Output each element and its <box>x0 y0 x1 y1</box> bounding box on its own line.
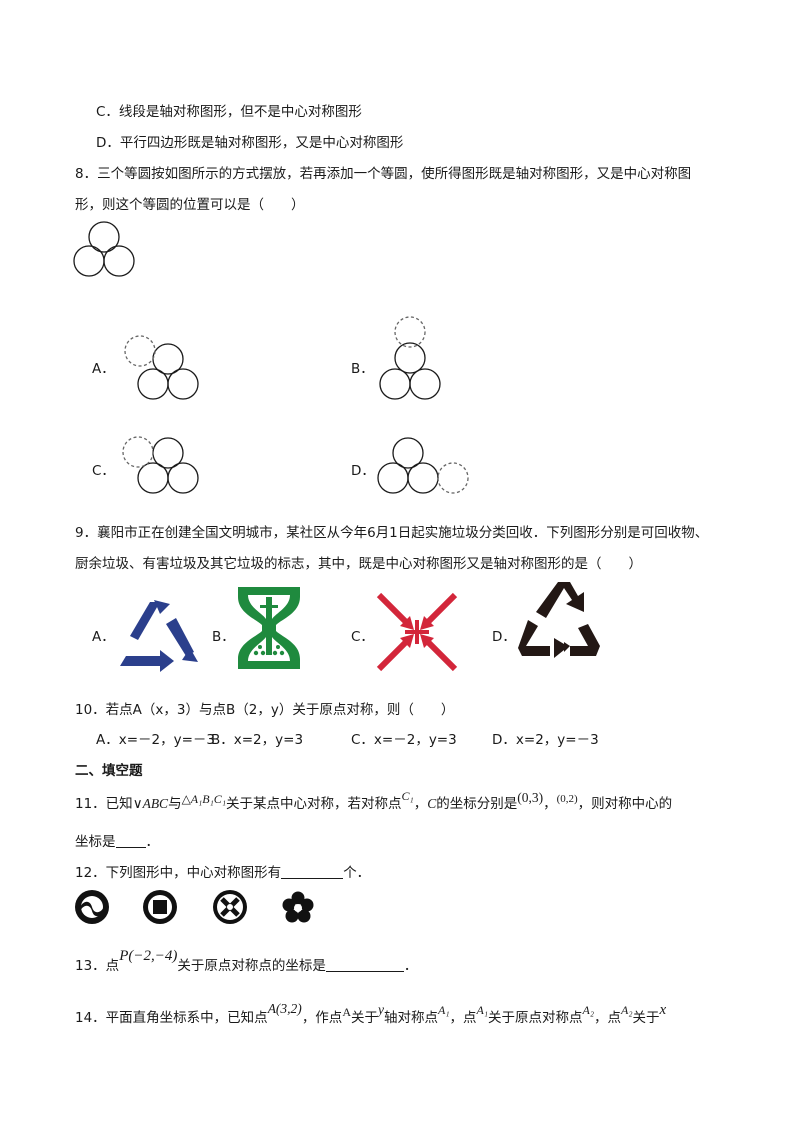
q10-option-d: D．x=2，y=－3 <box>492 732 599 748</box>
section-2-title: 二、填空题 <box>75 763 143 779</box>
q14-x: x <box>659 1002 667 1018</box>
q14-a1: A₁ <box>437 1003 450 1017</box>
q13-suffix: 关于原点对称点的坐标是 <box>177 958 326 974</box>
q9-option-d-label: D． <box>492 629 516 645</box>
q11-coords-text: 的坐标分别是 <box>436 796 518 812</box>
q9-option-c-label: C． <box>351 629 374 645</box>
q8-option-d-label: D． <box>351 463 375 479</box>
q9b-kitchen-waste-icon <box>238 587 300 669</box>
q11-coord-2: (0,2) <box>556 793 578 805</box>
q7-option-c: C．线段是轴对称图形，但不是中心对称图形 <box>96 104 362 120</box>
q13-point-p: P(−2,−4) <box>119 948 178 964</box>
q11-comma: ， <box>543 796 557 812</box>
q14-text-6: ，点 <box>594 1010 622 1026</box>
q14-y: y <box>377 1002 384 1017</box>
q14-text-7: 关于 <box>632 1010 660 1026</box>
q11-number: 11．已知 <box>75 796 133 812</box>
q9-stem-line2: 厨余垃圾、有害垃圾及其它垃圾的标志，其中，既是中心对称图形又是轴对称图形的是（ … <box>75 556 642 572</box>
q11-separator: ， <box>413 796 428 812</box>
q11-end-text: ，则对称中心的 <box>577 796 673 812</box>
q11-point-c: C <box>427 796 437 811</box>
q12-figure-wave-circle <box>75 890 109 924</box>
q13-period: ． <box>403 958 418 974</box>
q8b-circle-right <box>409 368 441 400</box>
q12-unit: 个． <box>343 865 371 881</box>
q8-stem-line2: 形，则这个等圆的位置可以是（ ） <box>75 197 305 213</box>
q12-figure-x-circle <box>213 890 247 924</box>
q13-line: 13．点P(−2,−4)关于原点对称点的坐标是 ． <box>75 948 417 974</box>
q14-text-3: 轴对称点 <box>383 1010 438 1026</box>
q14-a2: A₂ <box>582 1003 595 1017</box>
q10-option-a: A．x=－2，y=－3 <box>96 732 216 748</box>
q9a-recyclable-icon <box>120 600 198 672</box>
q8b-circle-top <box>394 342 426 374</box>
q8d-dashed-circle <box>437 462 469 494</box>
q8-figure-three-circles <box>73 221 469 494</box>
q12-symbol-figures <box>75 890 314 924</box>
q11-period: ． <box>145 834 160 850</box>
q11-coord-1: (0,3) <box>517 790 544 805</box>
q9c-hazardous-waste-icon <box>376 592 458 672</box>
q8-figure-circle-left <box>73 245 105 277</box>
q7-option-d: D．平行四边形既是轴对称图形，又是中心对称图形 <box>96 135 404 151</box>
q12-answer-blank[interactable] <box>281 864 344 879</box>
q10-stem: 10．若点A（x，3）与点B（2，y）关于原点对称，则（ ） <box>75 702 455 718</box>
q11-triangle-a1b1c1: △A₁B₁C₁ <box>181 792 226 806</box>
q8-option-c-label: C． <box>92 463 115 479</box>
q12-figure-flower <box>282 891 314 923</box>
q14-text-4: ，点 <box>449 1010 477 1026</box>
q9-option-a-label: A． <box>92 629 115 645</box>
q8b-dashed-circle <box>394 316 426 348</box>
q8b-circle-left <box>379 368 411 400</box>
q14-prefix: 14．平面直角坐标系中，已知点 <box>75 1010 268 1026</box>
q14-text-2: 关于 <box>350 1010 378 1026</box>
q8-option-a-label: A． <box>92 361 115 377</box>
q11-line1: 11．已知∨ABC与△A₁B₁C₁关于某点中心对称，若对称点C₁，C的坐标分别是… <box>75 789 672 812</box>
q11-with: 与 <box>168 796 182 812</box>
q13-prefix: 13．点 <box>75 958 120 974</box>
q11-answer-blank[interactable] <box>115 833 146 848</box>
q9-stem-line1: 9．襄阳市正在创建全国文明城市，某社区从今年6月1日起实施垃圾分类回收．下列图形… <box>75 525 709 541</box>
q8c-circle-right <box>167 462 199 494</box>
q14-text-1: ，作点 <box>301 1010 343 1026</box>
q8d-circle-top <box>392 437 424 469</box>
q8a-circle-right <box>167 368 199 400</box>
q11-triangle-abc: ∨ABC <box>132 796 169 811</box>
q9d-other-waste-icon <box>518 582 600 658</box>
q8-figure-circle-right <box>103 245 135 277</box>
q14-point-a: A(3,2) <box>267 1001 302 1016</box>
q10-option-c: C．x=－2，y=3 <box>351 732 457 748</box>
q8d-circle-right <box>407 462 439 494</box>
q11-answer-prefix: 坐标是 <box>75 834 116 850</box>
q8-figure-circle-top <box>88 221 120 253</box>
q11-mid-text: 关于某点中心对称，若对称点 <box>226 796 402 812</box>
q14-a2-repeat: A₂ <box>621 1003 633 1017</box>
q14-line: 14．平面直角坐标系中，已知点A(3,2)，作点A关于y轴对称点A₁，点A₁关于… <box>75 1001 666 1026</box>
q8c-circle-left <box>137 462 169 494</box>
q14-a: A <box>342 1005 351 1019</box>
q8-option-b-label: B． <box>351 361 374 377</box>
q14-a1-repeat: A₁ <box>476 1003 489 1017</box>
q8-stem-line1: 8．三个等圆按如图所示的方式摆放，若再添加一个等圆，使所得图形既是轴对称图形，又… <box>75 166 692 182</box>
q12-stem: 12．下列图形中，中心对称图形有 <box>75 865 282 881</box>
q12-line: 12．下列图形中，中心对称图形有 个． <box>75 861 370 881</box>
q10-option-b: B．x=2，y=3 <box>211 732 304 748</box>
q8a-circle-left <box>137 368 169 400</box>
q12-figure-square-circle <box>143 890 177 924</box>
q11-point-c1: C₁ <box>401 789 414 803</box>
q8a-dashed-circle <box>124 335 156 367</box>
q8d-circle-left <box>377 462 409 494</box>
q11-line2: 坐标是 ． <box>75 830 159 850</box>
q14-text-5: 关于原点对称点 <box>488 1010 583 1026</box>
q8c-dashed-circle <box>122 436 154 468</box>
q13-answer-blank[interactable] <box>325 957 404 972</box>
q9-option-b-label: B． <box>212 629 235 645</box>
